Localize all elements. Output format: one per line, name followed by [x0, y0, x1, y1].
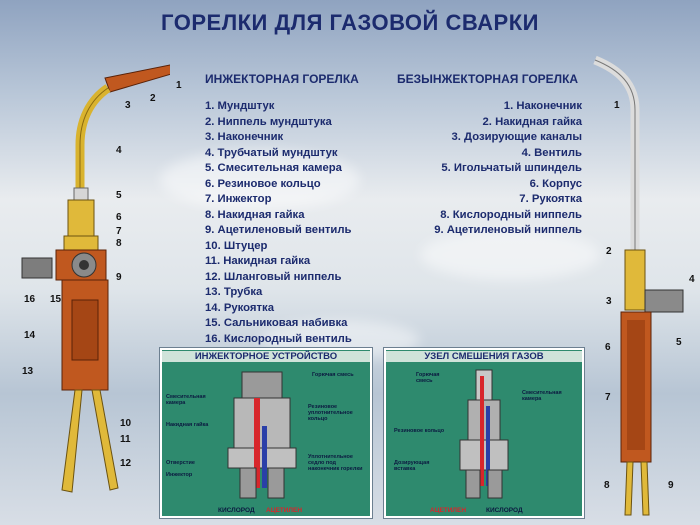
label: Смесительная камера: [166, 394, 206, 406]
label: Смесительная камера: [522, 390, 562, 402]
list-item: 8. Кислородный ниппель: [440, 208, 582, 221]
list-item: 3. Наконечник: [205, 131, 284, 143]
oxygen-label: КИСЛОРОД: [218, 507, 255, 514]
injector-torch-illustration: [21, 64, 170, 493]
label: Резиновое уплотнительное кольцо: [308, 404, 353, 422]
acetylene-label: АЦЕТИЛЕН: [266, 507, 303, 514]
callout-6: 6: [605, 342, 611, 353]
callout-11: 11: [120, 434, 131, 445]
label: Горючая смесь: [312, 372, 354, 378]
list-item: 2. Ниппель мундштука: [205, 115, 332, 128]
label: Горючая смесь: [416, 372, 440, 384]
list-item: 4. Вентиль: [521, 146, 582, 159]
cloud: [420, 230, 600, 280]
oxygen-label: КИСЛОРОД: [486, 507, 523, 514]
non-injector-torch-illustration: [593, 55, 684, 516]
list-item: 5. Игольчатый шпиндель: [441, 162, 582, 174]
list-item: 9. Ацетиленовый вентиль: [205, 224, 352, 236]
label: Дозирующая вставка: [394, 460, 430, 472]
callout-16: 16: [24, 294, 36, 305]
callout-8: 8: [116, 238, 122, 249]
callout-2: 2: [606, 246, 612, 257]
list-item: 9. Ацетиленовый ниппель: [434, 224, 582, 236]
label: Уплотнительное седло под наконечник горе…: [308, 454, 363, 472]
callout-4: 4: [116, 145, 122, 156]
panel-title: УЗЕЛ СМЕШЕНИЯ ГАЗОВ: [386, 351, 582, 362]
acetylene-label: АЦЕТИЛЕН: [430, 507, 467, 514]
mixing-unit-panel: УЗЕЛ СМЕШЕНИЯ ГАЗОВ Горючая смесь Смесит…: [384, 348, 584, 518]
page-title: ГОРЕЛКИ ДЛЯ ГАЗОВОЙ СВАРКИ: [161, 10, 539, 35]
injector-torch-heading: ИНЖЕКТОРНАЯ ГОРЕЛКА: [205, 72, 359, 86]
list-item: 10. Штуцер: [205, 239, 268, 252]
list-item: 11. Накидная гайка: [205, 255, 311, 267]
list-item: 7. Рукоятка: [519, 193, 582, 205]
list-item: 13. Трубка: [205, 286, 263, 298]
callout-7: 7: [116, 226, 122, 237]
callout-3: 3: [606, 296, 612, 307]
callout-2: 2: [150, 93, 156, 104]
label: Накидная гайка: [166, 422, 209, 428]
cloud: [160, 150, 360, 210]
callout-14: 14: [24, 330, 36, 341]
callout-10: 10: [120, 418, 132, 429]
list-item: 12. Шланговый ниппель: [205, 270, 342, 283]
callout-9: 9: [668, 480, 674, 491]
callout-13: 13: [22, 366, 34, 377]
callout-3: 3: [125, 100, 131, 111]
list-item: 6. Резиновое кольцо: [205, 177, 321, 190]
list-item: 16. Кислородный вентиль: [205, 332, 352, 345]
mixing-unit-drawing: [459, 369, 509, 499]
list-item: 6. Корпус: [529, 177, 582, 190]
injector-device-drawing: [227, 371, 297, 499]
list-item: 1. Мундштук: [205, 100, 275, 112]
callout-1: 1: [614, 100, 620, 111]
injector-device-panel: ИНЖЕКТОРНОЕ УСТРОЙСТВО Смесительная каме…: [160, 348, 372, 518]
list-item: 14. Рукоятка: [205, 301, 274, 314]
callout-8: 8: [604, 480, 610, 491]
injector-parts-list: 1. Мундштук 2. Ниппель мундштука 3. Нако…: [205, 99, 352, 347]
list-item: 5. Смесительная камера: [205, 162, 342, 174]
non-injector-parts-list: 1. Наконечник 2. Накидная гайка 3. Дозир…: [400, 99, 582, 239]
callout-1: 1: [176, 80, 182, 91]
list-item: 7. Инжектор: [205, 193, 272, 205]
callout-15: 15: [50, 294, 62, 305]
label: Инжектор: [166, 472, 193, 478]
callout-12: 12: [120, 458, 132, 469]
callout-5: 5: [116, 190, 122, 201]
label: Резиновое кольцо: [394, 428, 445, 434]
callout-4: 4: [689, 274, 695, 285]
list-item: 1. Наконечник: [503, 100, 582, 112]
non-injector-torch-heading: БЕЗЫНЖЕКТОРНАЯ ГОРЕЛКА: [397, 72, 579, 86]
callout-9: 9: [116, 272, 122, 283]
list-item: 3. Дозирующие каналы: [451, 131, 582, 143]
list-item: 2. Накидная гайка: [482, 115, 582, 128]
list-item: 8. Накидная гайка: [205, 208, 305, 221]
callout-6: 6: [116, 212, 122, 223]
label: Отверстие: [166, 460, 195, 466]
callout-7: 7: [605, 392, 611, 403]
callout-5: 5: [676, 337, 682, 348]
list-item: 15. Сальниковая набивка: [205, 317, 348, 329]
list-item: 4. Трубчатый мундштук: [205, 146, 338, 159]
panel-title: ИНЖЕКТОРНОЕ УСТРОЙСТВО: [162, 351, 370, 362]
